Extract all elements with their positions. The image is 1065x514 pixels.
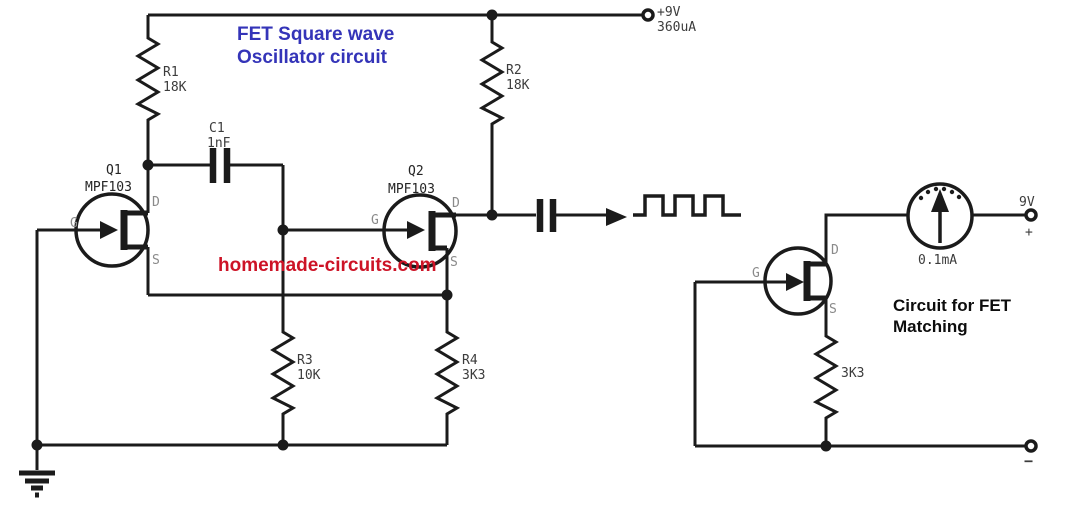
terminal-supply-positive	[641, 8, 655, 22]
component-labels: R1 18K R2 18K C1 1nF R3 10K R4 3K3 3K3 0…	[163, 5, 1035, 470]
fet-q2-source-label: S	[450, 255, 458, 270]
supply-voltage-label: +9V	[657, 5, 681, 20]
fet-q2-gate-label: G	[371, 213, 379, 228]
fet-q1-source-label: S	[152, 253, 160, 268]
watermark-text: homemade-circuits.com	[218, 255, 437, 276]
resistor-r4-ref-label: R4	[462, 353, 478, 368]
circuit-artwork	[19, 8, 1038, 498]
capacitor-c1-ref-label: C1	[209, 121, 225, 136]
fet-q1-gate-arrow	[100, 221, 118, 239]
title-line1: FET Square wave	[237, 24, 394, 45]
fet-q1-drain-label: D	[152, 195, 160, 210]
fet-q2-drain-label: D	[452, 196, 460, 211]
fet-matching-gate-label: G	[752, 266, 760, 281]
junction-dot	[277, 224, 289, 236]
battery-voltage-label: 9V	[1019, 195, 1035, 210]
resistor-r1-value-label: 18K	[163, 80, 187, 95]
fet-matching-drain-label: D	[831, 243, 839, 258]
battery-negative-label: −	[1024, 452, 1033, 470]
meter-scale-dot	[933, 186, 939, 192]
terminal-battery-positive	[1024, 208, 1038, 222]
caption-block: Circuit for FET Matching	[893, 296, 1012, 336]
fet-q1-gate-label: G	[70, 216, 78, 231]
pin-labels: G D S G D S G D S	[70, 195, 839, 317]
title-block: FET Square wave Oscillator circuit	[237, 24, 394, 68]
fet-matching-source-label: S	[829, 302, 837, 317]
meter-scale-dot	[956, 194, 962, 200]
resistor-3k3-symbol	[812, 298, 840, 446]
meter-scale-dot	[925, 189, 931, 195]
meter-scale-dot	[941, 186, 947, 192]
fet-matching-gate-arrow	[786, 273, 804, 291]
wire-c1-to-r3-and-resistor-r3-symbol	[269, 165, 297, 445]
meter-value-label: 0.1mA	[918, 253, 957, 268]
resistor-3k3-value-label: 3K3	[841, 366, 864, 381]
fet-q2-part-label: MPF103	[388, 182, 435, 197]
battery-positive-label: +	[1025, 225, 1033, 240]
resistor-r4-symbol	[433, 295, 461, 445]
fet-q2-gate-arrow	[407, 221, 425, 239]
resistor-r2-value-label: 18K	[506, 78, 530, 93]
fet-q2-ref-label: Q2	[408, 164, 424, 179]
square-wave-symbol	[633, 194, 741, 217]
transistor-ref-labels: Q1 MPF103 Q2 MPF103	[85, 163, 435, 197]
terminal-battery-negative	[1024, 439, 1038, 453]
resistor-r1-symbol	[134, 15, 162, 165]
capacitor-c1-value-label: 1nF	[207, 136, 231, 151]
junction-dot	[486, 9, 498, 21]
supply-current-label: 360uA	[657, 20, 696, 35]
caption-line1: Circuit for FET	[893, 296, 1012, 315]
caption-line2: Matching	[893, 317, 968, 336]
junction-dot	[486, 209, 498, 221]
junction-dot	[277, 439, 289, 451]
resistor-r1-ref-label: R1	[163, 65, 179, 80]
meter-scale-dot	[918, 195, 924, 201]
junction-dot	[820, 440, 832, 452]
meter-needle-head	[931, 189, 949, 212]
junction-dot	[142, 159, 154, 171]
junction-dot	[31, 439, 43, 451]
fet-q1-ref-label: Q1	[106, 163, 122, 178]
resistor-r3-ref-label: R3	[297, 353, 313, 368]
output-arrow	[606, 208, 627, 226]
meter-scale-dot	[949, 189, 955, 195]
resistor-r3-value-label: 10K	[297, 368, 321, 383]
resistor-r4-value-label: 3K3	[462, 368, 485, 383]
watermark-block: homemade-circuits.com	[218, 255, 437, 276]
wire-matching-drain	[824, 213, 908, 264]
circuit-fills	[31, 9, 962, 452]
resistor-r2-symbol	[478, 15, 506, 215]
title-line2: Oscillator circuit	[237, 47, 388, 68]
fet-q1-part-label: MPF103	[85, 180, 132, 195]
resistor-r2-ref-label: R2	[506, 63, 522, 78]
junction-dot	[441, 289, 453, 301]
